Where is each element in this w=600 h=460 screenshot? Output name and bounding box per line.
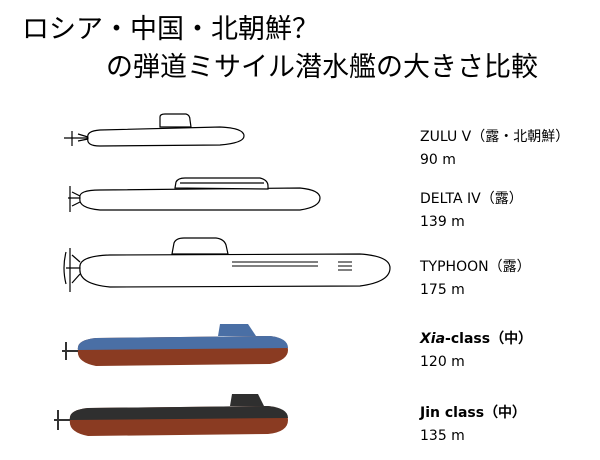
typhoon-length: 175 m bbox=[420, 282, 465, 298]
zulu-v-name: ZULU V（露・北朝鮮） bbox=[420, 129, 570, 145]
xia-class-name-rest: -class（中） bbox=[445, 331, 533, 347]
jin-class-length: 135 m bbox=[420, 428, 465, 444]
xia-class-name-italic: Xia bbox=[420, 331, 446, 347]
jin-class-label: Jin class（中） 135 m bbox=[420, 404, 526, 445]
page-title-line2: の弾道ミサイル潜水艦の大きさ比較 bbox=[106, 52, 538, 83]
delta-iv-label: DELTA IV（露） 139 m bbox=[420, 190, 523, 231]
zulu-v-silhouette bbox=[64, 113, 245, 147]
typhoon-silhouette bbox=[63, 237, 391, 292]
delta-iv-length: 139 m bbox=[420, 214, 465, 230]
jin-class-name: Jin class（中） bbox=[420, 405, 527, 421]
xia-class-silhouette bbox=[62, 324, 289, 366]
typhoon-label: TYPHOON（露） 175 m bbox=[420, 258, 531, 299]
page-title-line1: ロシア・中国・北朝鮮？ bbox=[22, 14, 319, 45]
typhoon-name: TYPHOON（露） bbox=[420, 259, 531, 275]
xia-class-label: Xia-class（中） 120 m bbox=[420, 330, 532, 371]
zulu-v-label: ZULU V（露・北朝鮮） 90 m bbox=[420, 128, 569, 169]
jin-class-silhouette bbox=[54, 394, 289, 436]
xia-class-length: 120 m bbox=[420, 354, 465, 370]
delta-iv-silhouette bbox=[68, 177, 321, 212]
zulu-v-length: 90 m bbox=[420, 152, 456, 168]
delta-iv-name: DELTA IV（露） bbox=[420, 191, 523, 207]
